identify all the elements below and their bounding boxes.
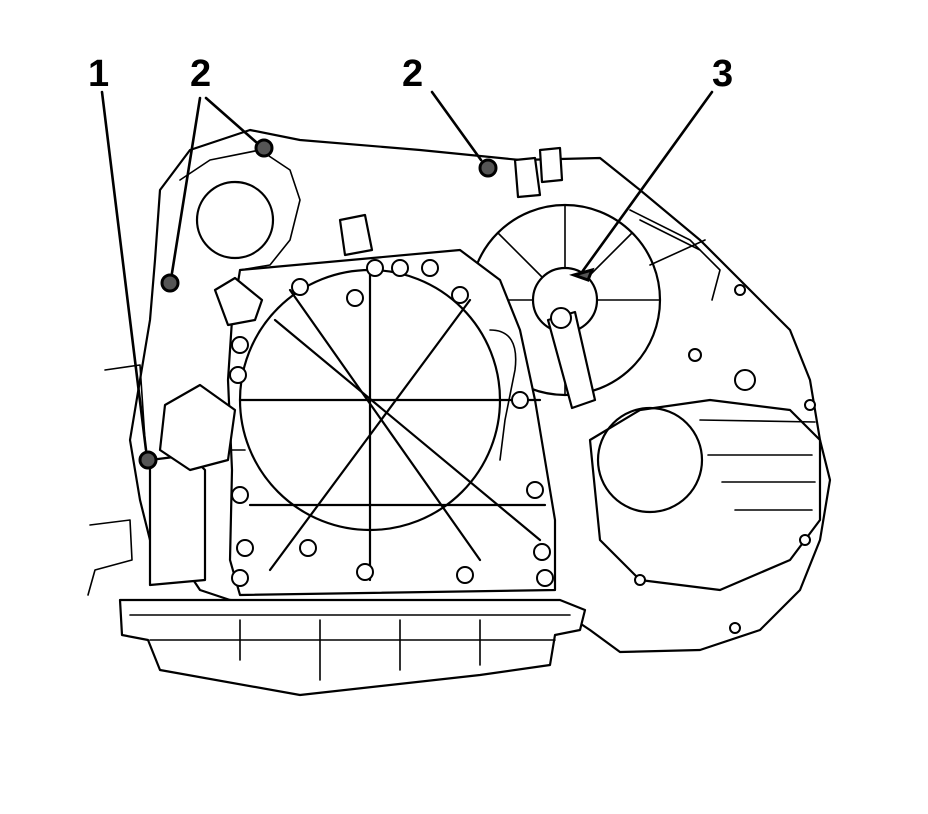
callout-1-label: 1: [88, 53, 109, 95]
callout-2b-label: 2: [402, 53, 423, 95]
callout-3-label: 3: [712, 53, 733, 95]
marker-2-left: [160, 273, 180, 293]
leader-lines: [100, 90, 714, 452]
leader-2a-top: [204, 96, 258, 144]
left-side-components: [87, 146, 564, 596]
valve-body-cover: [226, 248, 557, 597]
callout-2a-label: 2: [190, 53, 211, 95]
leader-2b: [430, 90, 483, 162]
oil-pan: [118, 598, 587, 697]
callout-markers: [138, 138, 595, 470]
marker-1: [138, 450, 158, 470]
leader-2a-left: [170, 96, 202, 275]
leader-1: [100, 90, 148, 452]
leader-3: [580, 90, 714, 274]
marker-2-right: [478, 158, 498, 178]
callout-labels: 1 2 2 3: [88, 53, 733, 95]
marker-2-top: [254, 138, 274, 158]
